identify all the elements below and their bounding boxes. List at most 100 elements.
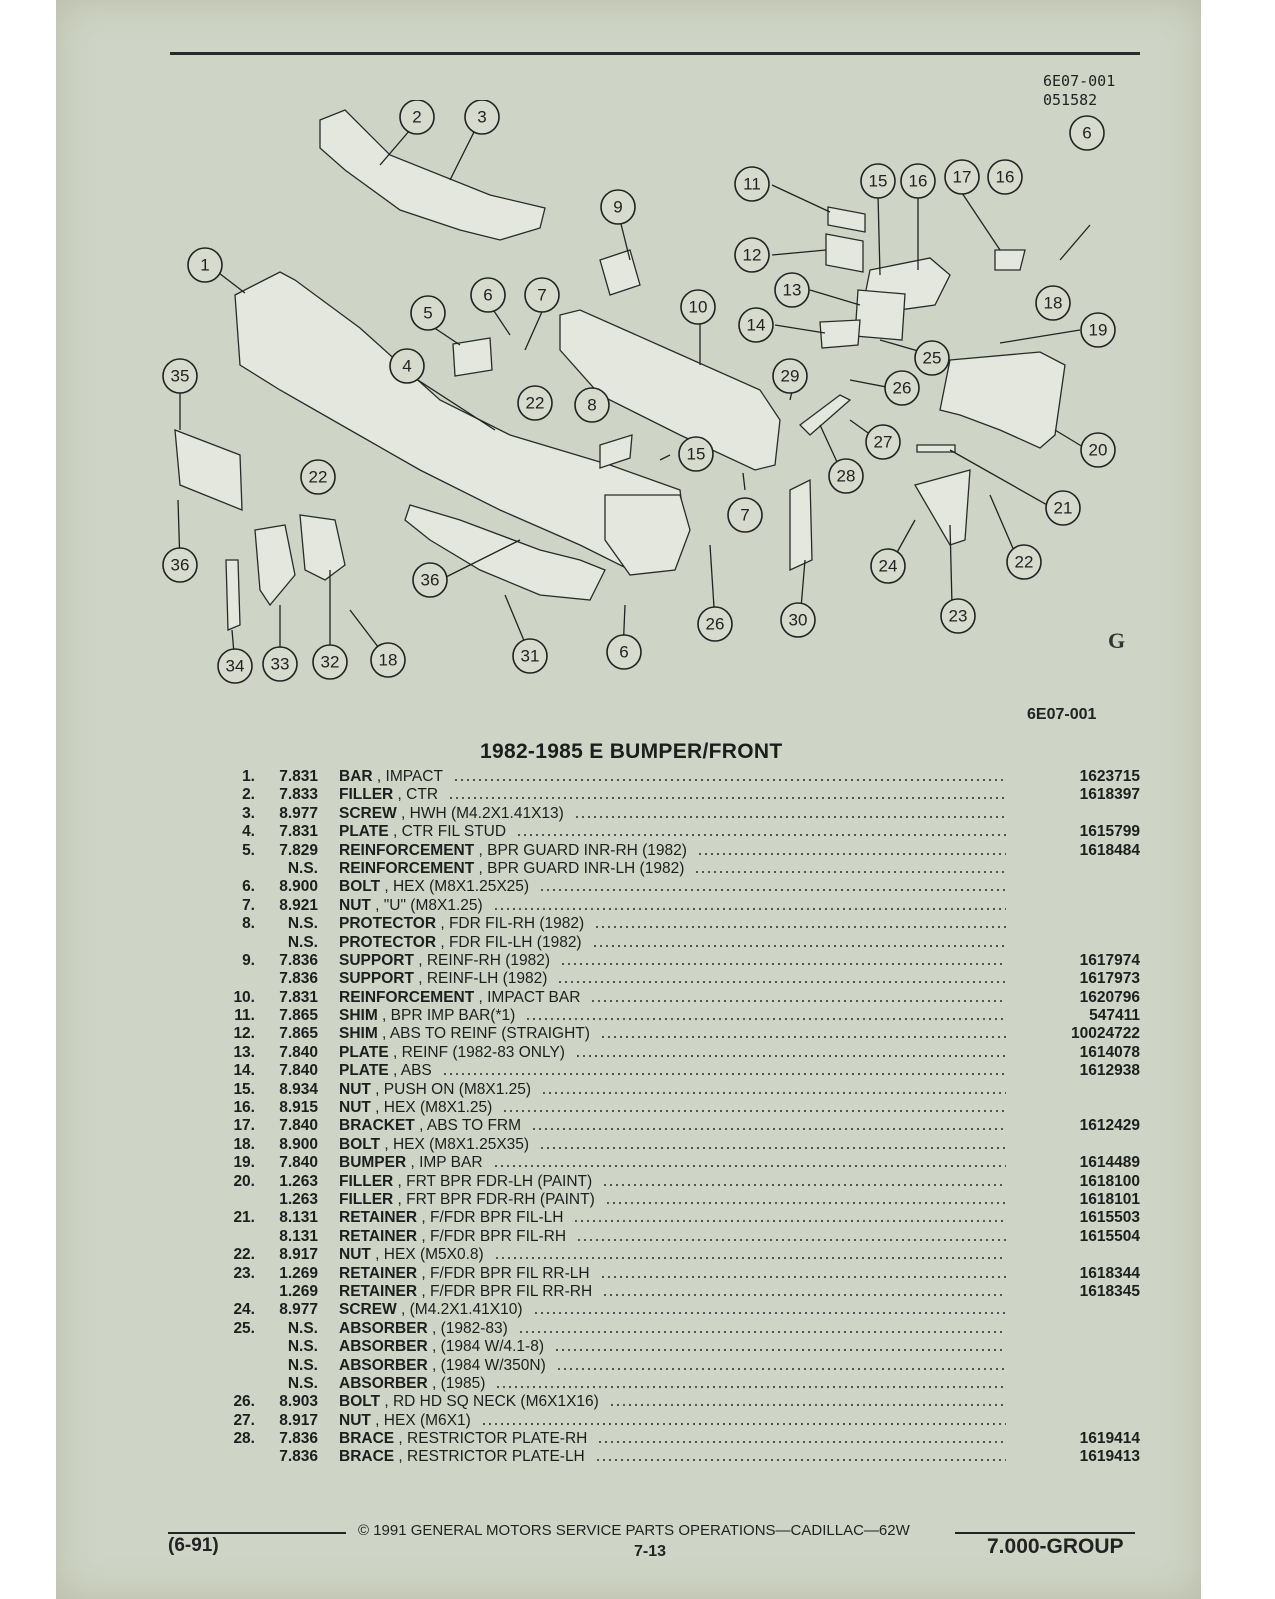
part-description: PROTECTOR , FDR FIL-RH (1982)	[339, 915, 585, 933]
part-plate-14	[819, 319, 861, 349]
group-code: 7.829	[279, 841, 318, 859]
leader-dots	[575, 1054, 1006, 1057]
leader-dots	[557, 981, 1006, 984]
svg-text:22: 22	[1015, 553, 1034, 572]
part-number: 1614078	[1079, 1043, 1140, 1061]
callout-22-left: 22	[300, 459, 336, 495]
item-number: 21.	[233, 1209, 255, 1227]
leader-dots	[442, 1073, 1006, 1076]
parts-row: N.S.ABSORBER , (1984 W/4.1-8)	[200, 1338, 1140, 1356]
callout-16-left: 16	[900, 163, 936, 199]
group-number: 7.000-GROUP	[987, 1535, 1124, 1558]
callout-group: 1 2 3 4 5 6 7 8 9 10 11 12 13 14 15 16 1…	[162, 100, 1116, 684]
svg-text:21: 21	[1054, 499, 1073, 518]
svg-text:7: 7	[740, 506, 749, 525]
item-number: 14.	[233, 1062, 255, 1080]
group-code: 7.831	[279, 768, 318, 785]
callout-18-left: 18	[370, 642, 406, 678]
part-number: 1612429	[1079, 1117, 1140, 1135]
part-spec: REINF-RH (1982)	[426, 951, 551, 969]
part-number: 547411	[1089, 1007, 1140, 1025]
item-number: 4.	[242, 823, 255, 841]
footer-rule-left	[168, 1532, 346, 1534]
item-number: 1.	[242, 768, 255, 785]
callout-6: 6	[470, 277, 506, 313]
group-code: 1.269	[279, 1264, 318, 1282]
part-description: BOLT , HEX (M8X1.25X25)	[339, 878, 530, 896]
group-code: 1.263	[279, 1190, 318, 1208]
leader-dots	[554, 1349, 1006, 1352]
svg-text:15: 15	[869, 172, 888, 191]
leader-dots	[602, 1293, 1006, 1296]
part-number: 1618397	[1079, 786, 1140, 804]
part-name: BOLT	[339, 878, 381, 896]
callout-10: 10	[680, 289, 716, 325]
part-spec: (M4.2X1.41X10)	[409, 1301, 523, 1319]
svg-text:27: 27	[874, 433, 893, 452]
svg-text:18: 18	[1044, 294, 1063, 313]
callout-22-right: 22	[1006, 544, 1042, 580]
group-code: 8.915	[279, 1099, 318, 1117]
svg-text:1: 1	[200, 256, 209, 275]
part-name: SCREW	[339, 1301, 397, 1319]
part-spec: FDR FIL-LH (1982)	[448, 933, 582, 951]
part-number: 1617974	[1079, 951, 1140, 969]
copyright-text: © 1991 GENERAL MOTORS SERVICE PARTS OPER…	[358, 1522, 910, 1539]
parts-row: 25.N.S.ABSORBER , (1982-83)	[200, 1320, 1140, 1338]
svg-text:6: 6	[619, 643, 628, 662]
part-description: NUT , "U" (M8X1.25)	[339, 896, 483, 914]
svg-text:31: 31	[521, 647, 540, 666]
section-title: 1982-1985 E BUMPER/FRONT	[480, 740, 783, 763]
group-code: 7.831	[279, 988, 318, 1006]
part-reinforcement	[559, 309, 781, 471]
part-name: BOLT	[339, 1393, 381, 1411]
leader-dots	[590, 999, 1006, 1002]
part-description: BUMPER , IMP BAR	[339, 1154, 483, 1172]
group-code: 7.865	[279, 1007, 318, 1025]
part-number: 1618345	[1079, 1282, 1140, 1300]
leader-dots	[600, 1275, 1006, 1278]
callout-36-left: 36	[162, 547, 198, 583]
part-name: FILLER	[339, 786, 394, 804]
leader-dots	[448, 797, 1006, 800]
item-number: 12.	[233, 1025, 255, 1043]
part-description: FILLER , FRT BPR FDR-LH (PAINT)	[339, 1172, 593, 1190]
parts-row: N.S.ABSORBER , (1985)	[200, 1375, 1140, 1393]
callout-22-mid: 22	[517, 385, 553, 421]
part-name: SHIM	[339, 1025, 378, 1043]
callout-30: 30	[780, 602, 816, 638]
part-description: PLATE , REINF (1982-83 ONLY)	[339, 1043, 565, 1061]
svg-text:25: 25	[923, 349, 942, 368]
part-number: 1614489	[1079, 1154, 1140, 1172]
callout-17: 17	[944, 159, 980, 195]
part-spec: "U" (M8X1.25)	[383, 896, 483, 914]
part-description: SUPPORT , REINF-RH (1982)	[339, 951, 551, 969]
leader-dots	[556, 1367, 1006, 1370]
callout-1: 1	[187, 247, 223, 283]
part-name: ABSORBER	[339, 1338, 428, 1356]
item-number: 13.	[233, 1043, 255, 1061]
diagram-ref-code: 6E07-001 051582	[1043, 72, 1115, 110]
part-number: 1615503	[1079, 1209, 1140, 1227]
callout-33: 33	[262, 646, 298, 682]
part-lower-grille	[404, 504, 606, 601]
part-description: BOLT , HEX (M8X1.25X35)	[339, 1135, 530, 1153]
leader-dots	[576, 1238, 1006, 1241]
part-spec: F/FDR BPR FIL RR-LH	[430, 1264, 590, 1282]
part-name: SUPPORT	[339, 951, 414, 969]
group-code: 8.917	[279, 1411, 318, 1429]
leader-dots	[697, 852, 1006, 855]
part-bracket-33	[254, 524, 296, 607]
part-bracket-17	[994, 249, 1026, 271]
part-name: PROTECTOR	[339, 915, 437, 933]
part-name: PLATE	[339, 1062, 389, 1080]
parts-row: N.S.ABSORBER , (1984 W/350N)	[200, 1357, 1140, 1375]
part-description: SHIM , ABS TO REINF (STRAIGHT)	[339, 1025, 590, 1043]
callout-26-upper: 26	[884, 370, 920, 406]
part-description: RETAINER , F/FDR BPR FIL RR-RH	[339, 1282, 593, 1300]
